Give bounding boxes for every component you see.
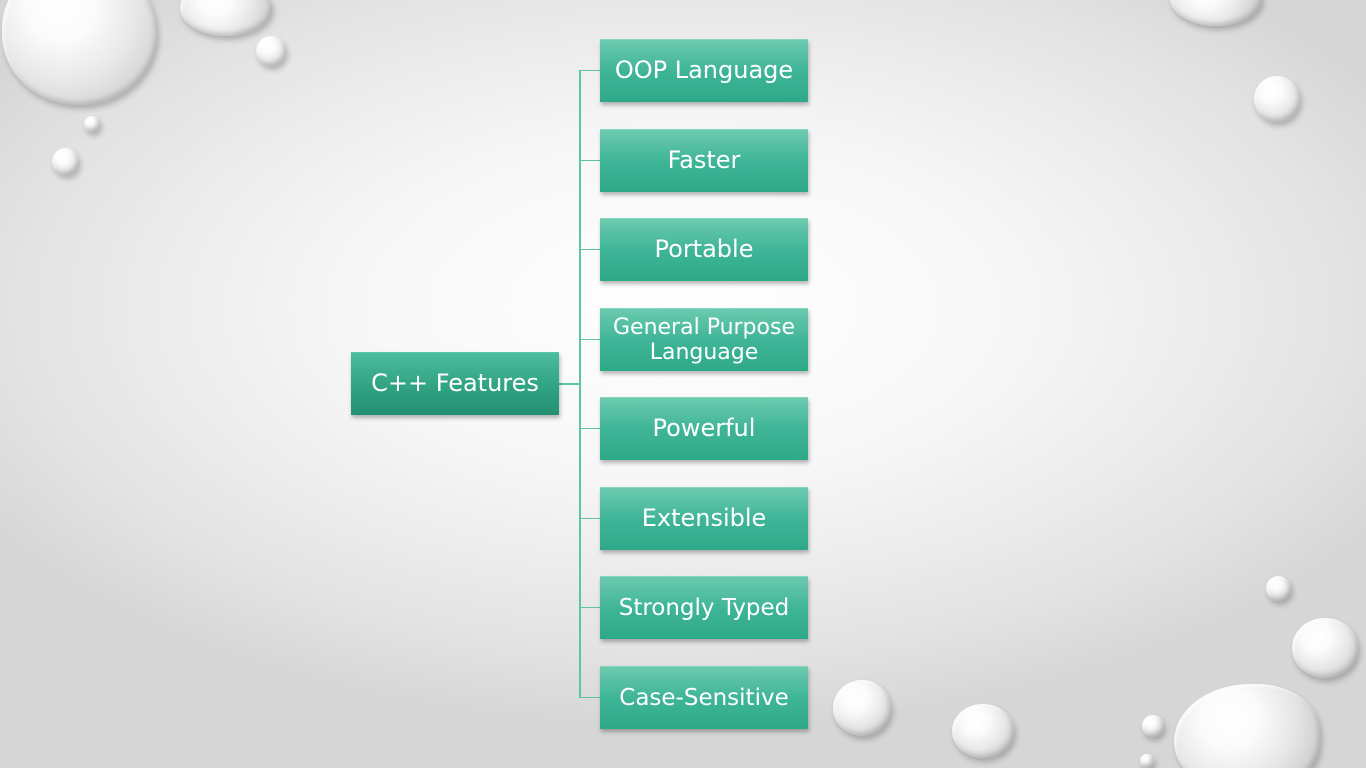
feature-node-label: Strongly Typed xyxy=(618,594,790,621)
feature-node-oop-language: OOP Language xyxy=(600,39,808,102)
feature-node-faster: Faster xyxy=(600,129,808,192)
connector-branch xyxy=(580,70,600,71)
feature-node-label: Case-Sensitive xyxy=(619,684,789,711)
feature-node-powerful: Powerful xyxy=(600,397,808,460)
feature-node-label: General Purpose Language xyxy=(613,314,795,365)
water-drop-decoration xyxy=(1170,0,1262,26)
water-drop-decoration xyxy=(2,0,157,105)
water-drop-decoration xyxy=(1254,76,1300,122)
root-node-label: C++ Features xyxy=(371,369,539,398)
water-drop-decoration xyxy=(1266,576,1291,601)
feature-node-extensible: Extensible xyxy=(600,487,808,550)
connector-branch xyxy=(580,428,600,429)
root-node-cpp-features: C++ Features xyxy=(351,352,559,415)
water-drop-decoration xyxy=(952,704,1014,758)
feature-node-label: OOP Language xyxy=(614,56,794,85)
water-drop-decoration xyxy=(52,148,79,175)
water-drop-decoration xyxy=(833,680,891,736)
connector-branch xyxy=(580,339,600,340)
connector-branch xyxy=(580,607,600,608)
feature-node-portable: Portable xyxy=(600,218,808,281)
feature-node-general-purpose-language: General Purpose Language xyxy=(600,308,808,371)
connector-branch xyxy=(580,697,600,698)
feature-node-strongly-typed: Strongly Typed xyxy=(600,576,808,639)
connector-branch xyxy=(580,518,600,519)
water-drop-decoration xyxy=(84,116,100,132)
feature-node-label: Portable xyxy=(654,235,754,264)
feature-node-label: Extensible xyxy=(641,504,767,533)
connector-branch xyxy=(580,249,600,250)
connector-trunk xyxy=(579,70,581,698)
water-drop-decoration xyxy=(1174,684,1320,768)
feature-node-label: Faster xyxy=(667,146,741,175)
connector-root-stub xyxy=(558,383,580,385)
feature-node-label: Powerful xyxy=(652,414,756,443)
connector-branch xyxy=(580,160,600,161)
water-drop-decoration xyxy=(256,36,286,66)
water-drop-decoration xyxy=(180,0,272,36)
feature-node-case-sensitive: Case-Sensitive xyxy=(600,666,808,729)
water-drop-decoration xyxy=(1142,715,1164,737)
water-drop-decoration xyxy=(1140,754,1154,768)
water-drop-decoration xyxy=(1292,618,1358,678)
